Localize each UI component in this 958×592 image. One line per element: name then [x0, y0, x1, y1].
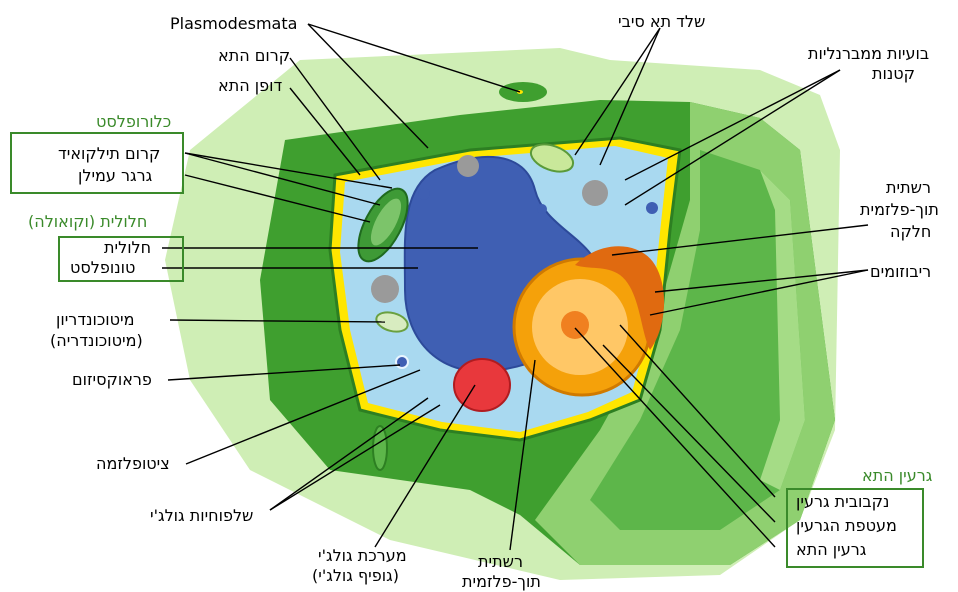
label-small-vesicles-1: בועיות ממברנליות	[808, 44, 929, 64]
label-peroxisome: פראוקסיזום	[72, 370, 152, 390]
label-mitochondrion-1: מיטוכונדריון	[56, 310, 134, 330]
label-golgi-2: (גופיף גולג'י)	[312, 566, 399, 586]
label-nuclear-pore: נקבובית גרעין	[796, 492, 889, 512]
vesicle-blue-2	[646, 202, 658, 214]
vesicle-gray-2	[582, 180, 608, 206]
peroxisome-shape	[396, 356, 408, 368]
label-secondary-wall: שלד תא סיבי	[618, 12, 705, 32]
label-thylakoid-membrane: קרום תילקואיד	[58, 144, 160, 164]
label-golgi-vesicles: שלפוחיות גולג'י	[150, 506, 253, 526]
label-nucleolus: גרעין התא	[796, 540, 866, 560]
golgi-shape	[454, 359, 510, 411]
vesicle-gray-3	[457, 155, 479, 177]
vacuole-group-title: חלולית (וקואולה)	[28, 212, 147, 231]
label-cell-wall: דופן התא	[218, 76, 282, 96]
label-smooth-er-1: רשתית	[886, 178, 931, 198]
label-nuclear-envelope: מעטפת הגרעין	[796, 516, 897, 536]
label-smooth-er-3: חלקה	[890, 222, 931, 242]
label-rough-er-1: רשתית	[478, 552, 523, 572]
vesicle-gray-1	[371, 275, 399, 303]
vesicle-blue-3	[537, 204, 547, 214]
label-starch-grain: גרגר עמילן	[78, 166, 152, 186]
nucleolus-shape	[561, 311, 589, 339]
label-vacuole: חלולית	[104, 238, 151, 258]
label-ribosomes: ריבוזומים	[870, 262, 931, 282]
label-cytoplasm: ציטופלזמה	[96, 454, 170, 474]
label-plasmodesmata: Plasmodesmata	[170, 14, 297, 34]
label-rough-er-2: תוך-פלזמית	[462, 572, 541, 592]
vesicle-blue-1	[418, 188, 430, 200]
nucleus-group-title: גרעין התא	[862, 466, 932, 485]
label-cell-membrane: קרום התא	[218, 46, 290, 66]
label-mitochondrion-2: (מיטוכונדריה)	[50, 331, 143, 351]
label-golgi-1: מערכת גולג'י	[318, 546, 407, 566]
label-tonoplast: טונופלסט	[70, 258, 135, 278]
chloroplast-group-title: כלורופלסט	[96, 112, 171, 131]
label-small-vesicles-2: קטנות	[872, 64, 915, 84]
label-smooth-er-2: תוך-פלזמית	[860, 200, 939, 220]
